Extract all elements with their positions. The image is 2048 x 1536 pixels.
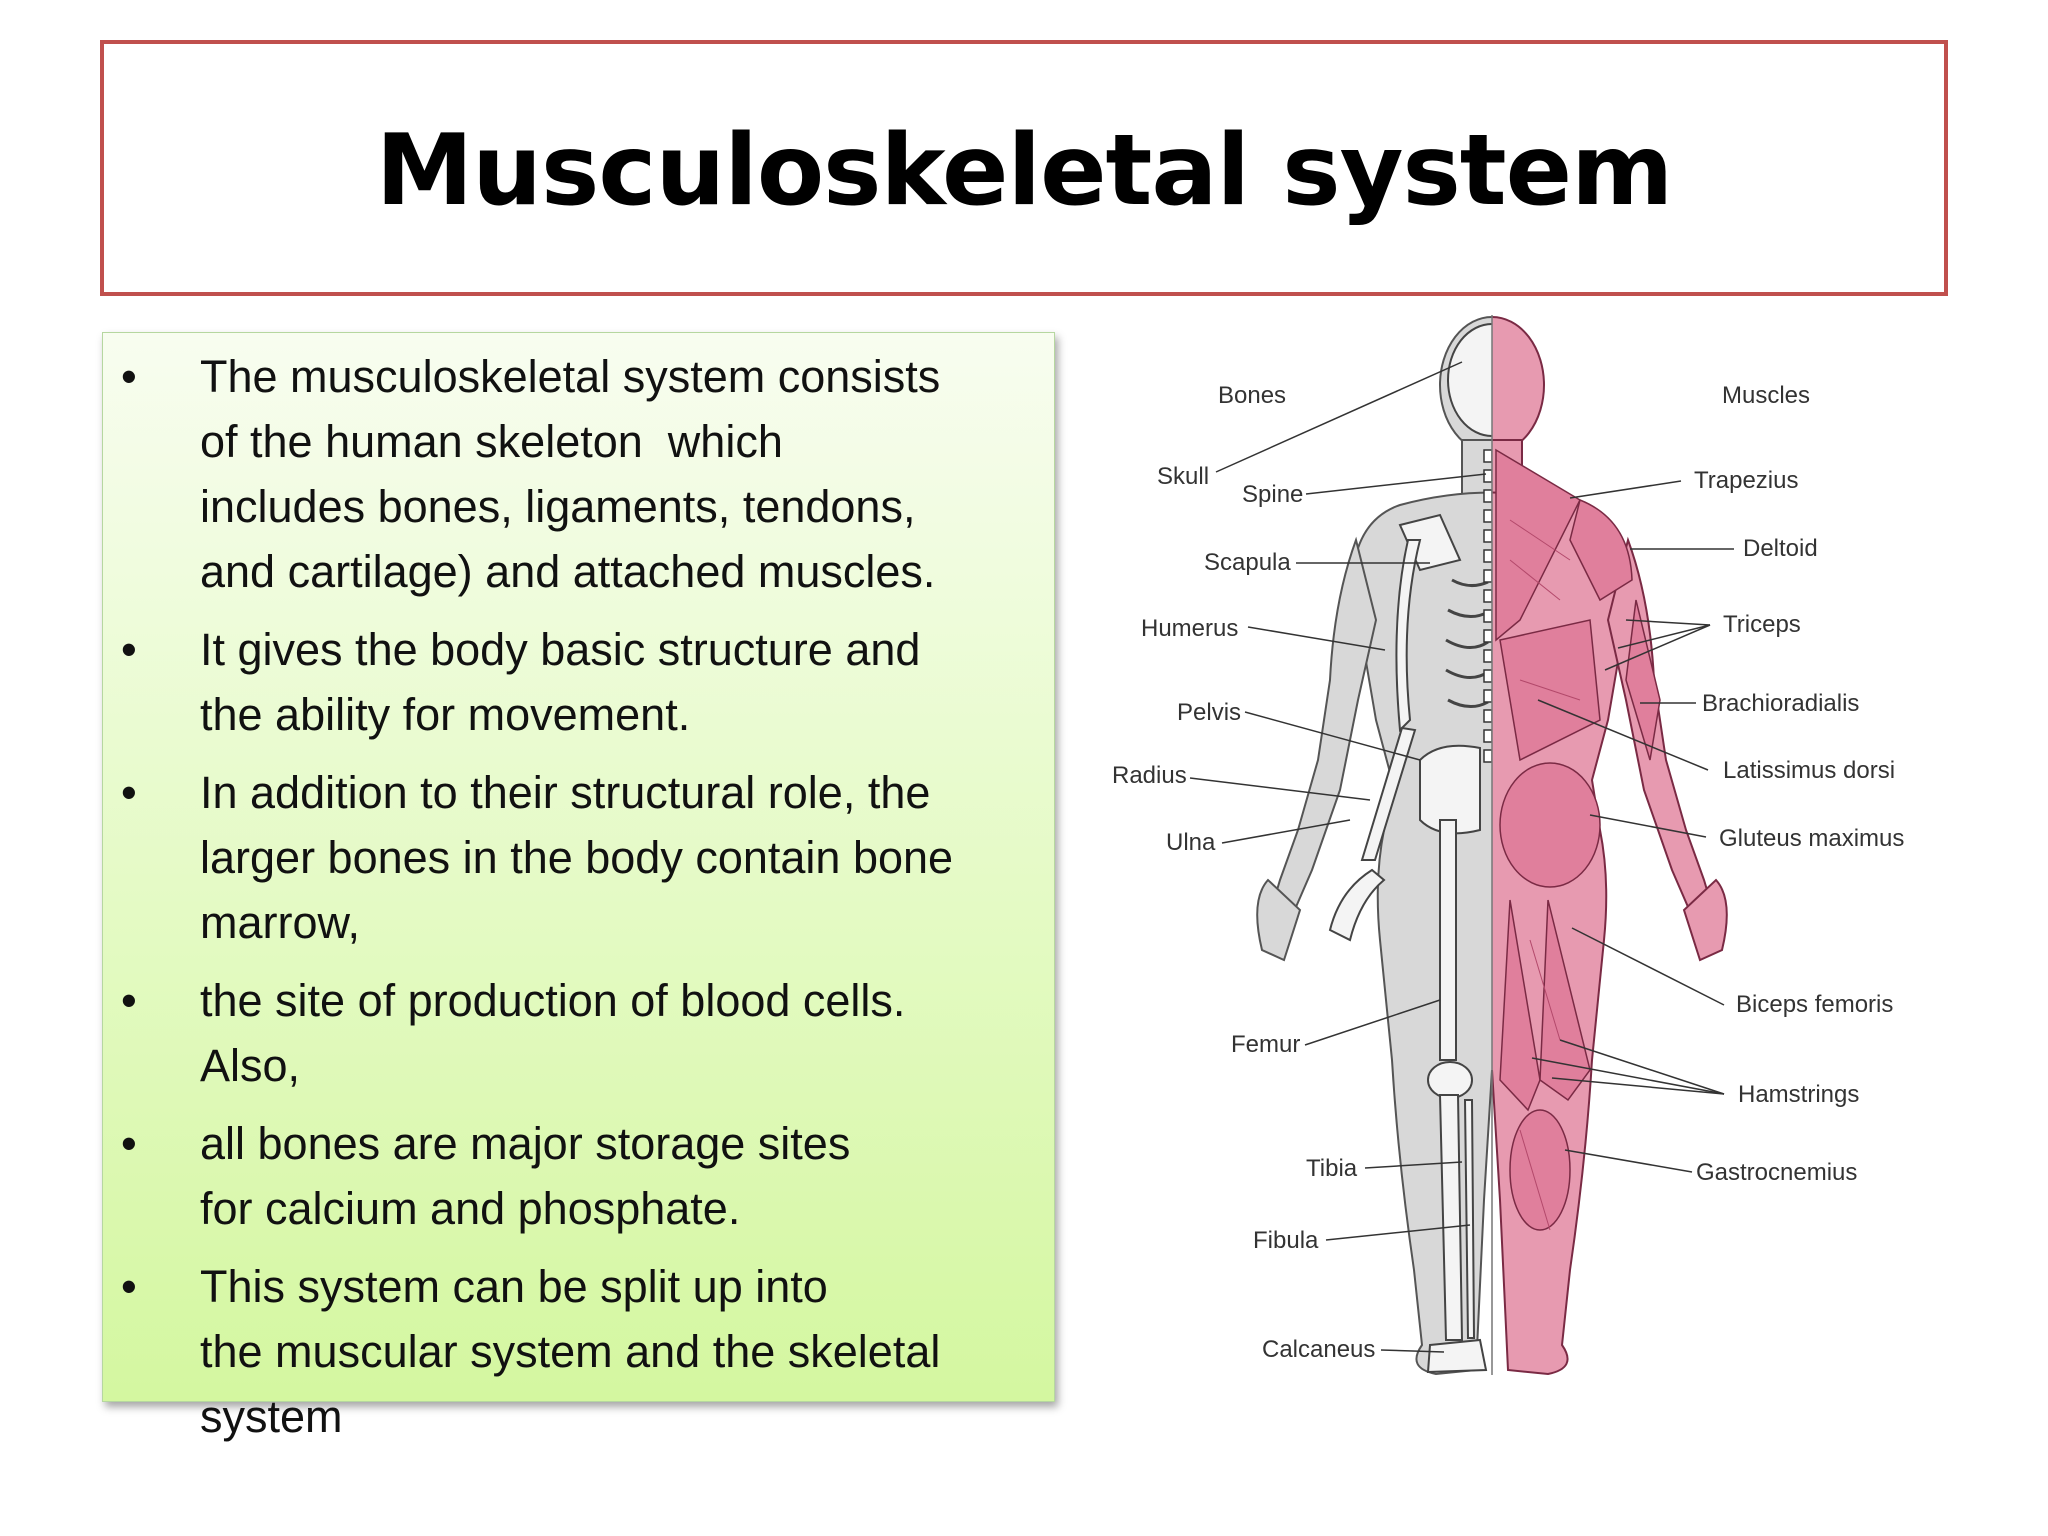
bullet-dot: •: [121, 1118, 137, 1169]
label-deltoid: Deltoid: [1743, 535, 1818, 562]
skeleton-half: [1256, 316, 1492, 1375]
bullet-line: includes bones, ligaments, tendons,: [200, 481, 916, 532]
label-brachioradialis: Brachioradialis: [1702, 690, 1859, 717]
bullet-line: for calcium and phosphate.: [200, 1183, 741, 1234]
title-box: Musculoskeletal system: [100, 40, 1948, 296]
bullet-line: larger bones in the body contain bone: [200, 832, 954, 883]
diagram-labels: Bones Muscles Skull Spine Scapula Humeru…: [1112, 382, 1904, 1363]
label-muscles-header: Muscles: [1722, 382, 1810, 409]
bullet-item: • It gives the body basic structure and th…: [100, 617, 1080, 747]
bullet-item: • The musculoskeletal system consists of t…: [100, 344, 1080, 604]
label-tibia: Tibia: [1306, 1155, 1358, 1182]
label-fibula: Fibula: [1253, 1227, 1319, 1254]
label-triceps: Triceps: [1723, 611, 1801, 638]
label-bones-header: Bones: [1218, 382, 1286, 409]
label-biceps-femoris: Biceps femoris: [1736, 991, 1893, 1018]
bullet-line: This system can be split up into: [200, 1261, 828, 1312]
bullet-line: the site of production of blood cells.: [200, 975, 906, 1026]
label-hamstrings: Hamstrings: [1738, 1081, 1859, 1108]
bullet-item: • In addition to their structural role, t…: [100, 760, 1080, 955]
bullet-line: of the human skeleton which: [200, 416, 783, 467]
bullet-dot: •: [121, 1261, 137, 1312]
muscle-half: [1492, 316, 1728, 1375]
label-humerus: Humerus: [1141, 615, 1238, 642]
bullet-list: • The musculoskeletal system consists of t…: [100, 344, 1080, 1462]
label-radius: Radius: [1112, 762, 1187, 789]
label-calcaneus: Calcaneus: [1262, 1336, 1375, 1363]
bullet-line: the muscular system and the skeletal: [200, 1326, 941, 1377]
bullet-panel: [102, 332, 1055, 1402]
label-scapula: Scapula: [1204, 549, 1291, 576]
slide-title: Musculoskeletal system: [375, 114, 1673, 228]
label-gluteus-maximus: Gluteus maximus: [1719, 825, 1904, 852]
bullet-item: • This system can be split up into the mus…: [100, 1254, 1080, 1449]
label-ulna: Ulna: [1166, 829, 1216, 856]
bullet-line: and cartilage) and attached muscles.: [200, 546, 936, 597]
label-trapezius: Trapezius: [1694, 467, 1798, 494]
bullet-dot: •: [121, 975, 137, 1026]
bullet-line: Also,: [200, 1040, 301, 1091]
bullet-line: In addition to their structural role, th…: [200, 767, 931, 818]
musculoskeletal-diagram: Bones Muscles Skull Spine Scapula Humeru…: [1112, 315, 1904, 1375]
bullet-line: It gives the body basic structure and: [200, 624, 921, 675]
bullet-dot: •: [121, 767, 137, 818]
label-latissimus-dorsi: Latissimus dorsi: [1723, 757, 1895, 784]
label-pelvis: Pelvis: [1177, 699, 1241, 726]
bullet-line: all bones are major storage sites: [200, 1118, 851, 1169]
bullet-dot: •: [121, 351, 137, 402]
bullet-line: marrow,: [200, 897, 361, 948]
label-spine: Spine: [1242, 481, 1303, 508]
bullet-line: system: [200, 1391, 343, 1442]
bullet-line: The musculoskeletal system consists: [200, 351, 941, 402]
bullet-item: • the site of production of blood cells. A…: [100, 968, 1080, 1098]
bullet-dot: •: [121, 624, 137, 675]
leader-lines: [1189, 361, 1734, 1353]
label-gastrocnemius: Gastrocnemius: [1696, 1159, 1857, 1186]
bullet-item: • all bones are major storage sites for ca…: [100, 1111, 1080, 1241]
bullet-line: the ability for movement.: [200, 689, 691, 740]
label-femur: Femur: [1231, 1031, 1300, 1058]
label-skull: Skull: [1157, 463, 1209, 490]
